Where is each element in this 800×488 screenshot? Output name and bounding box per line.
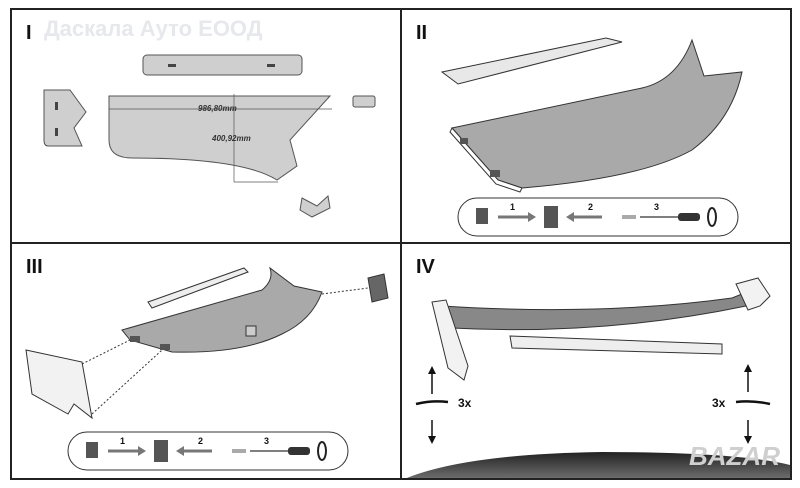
step-number: I <box>26 22 32 44</box>
step-label-2: 2 <box>198 436 203 446</box>
part-clip <box>352 95 376 108</box>
width-dimension: 986,80mm <box>198 104 237 113</box>
step-number: III <box>26 256 43 278</box>
side-bracket-right <box>735 277 771 311</box>
part-small-bracket <box>299 195 331 218</box>
step-panel-4: IV 3x 3x BAZAR <box>400 242 792 480</box>
car-roof <box>406 452 790 478</box>
part-main-panel <box>108 95 332 181</box>
step-label-1: 1 <box>120 436 125 446</box>
back-plate <box>440 37 623 85</box>
clip <box>367 273 389 303</box>
part-side-bracket <box>43 89 87 147</box>
step-panel-2: II 1 2 3 <box>400 8 792 244</box>
step-panel-3: III 1 2 3 <box>10 242 402 480</box>
bazar-watermark: BAZAR <box>689 441 780 471</box>
step-number: IV <box>416 256 435 278</box>
repeat-count-left: 3x <box>458 396 472 410</box>
step-number: II <box>416 22 428 44</box>
repeat-count-right: 3x <box>712 396 726 410</box>
part-back-plate <box>142 54 303 76</box>
side-bracket <box>25 349 93 420</box>
step-label-1: 1 <box>510 202 515 212</box>
step-panel-1: I 986,80mm 400,92mm <box>10 8 402 244</box>
assembly-drawing: 1 2 3 <box>440 37 743 237</box>
assembly-drawing: 1 2 3 <box>25 266 389 471</box>
main-panel <box>441 289 753 331</box>
step-label-3: 3 <box>264 436 269 446</box>
parts-layout-drawing <box>43 54 376 218</box>
main-panel <box>451 38 743 189</box>
main-panel <box>121 266 323 353</box>
watermark: Даскала Ауто ЕООД <box>44 16 263 41</box>
step-label-3: 3 <box>654 202 659 212</box>
height-dimension: 400,92mm <box>212 134 251 143</box>
side-bracket-left <box>431 299 469 381</box>
mounting-drawing <box>406 277 790 478</box>
step-label-2: 2 <box>588 202 593 212</box>
